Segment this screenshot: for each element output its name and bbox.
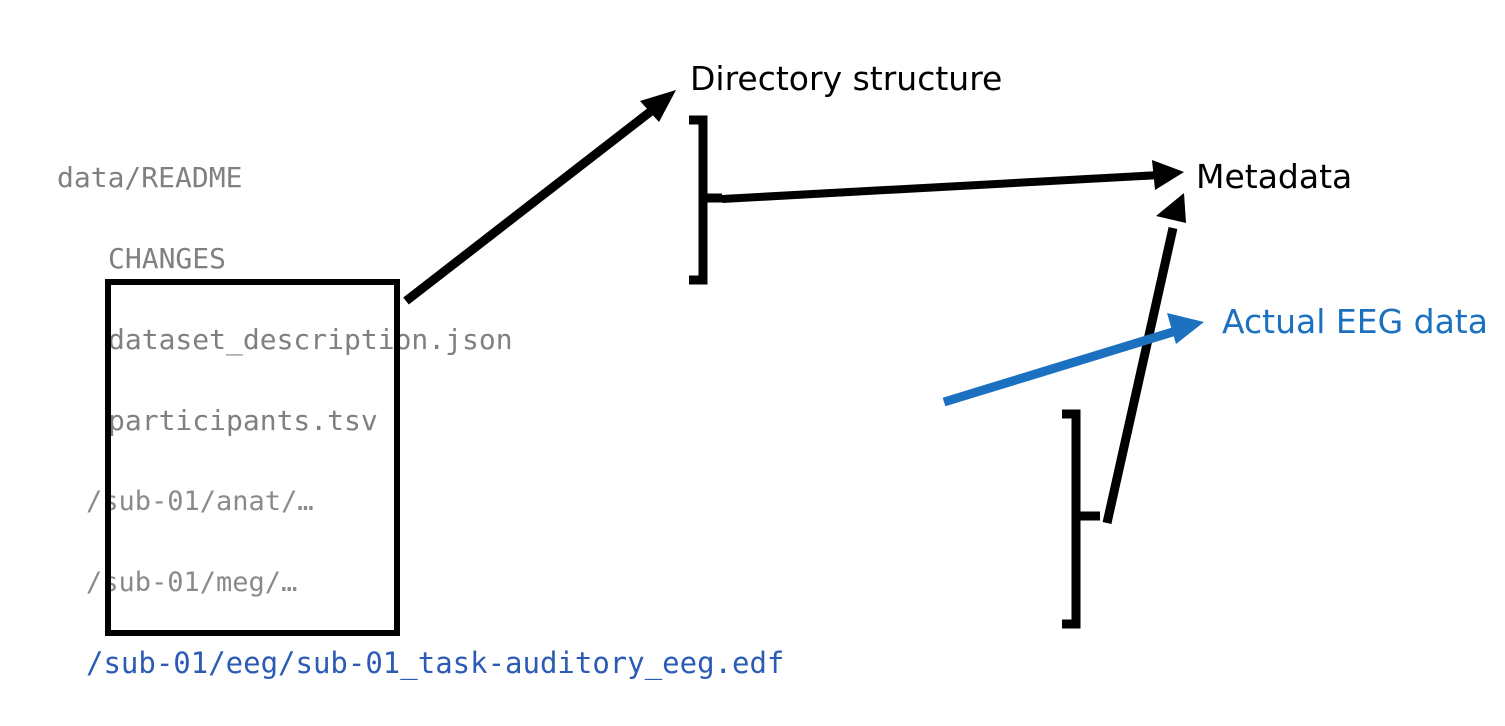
- tree-line-data-readme: data/README: [57, 161, 243, 194]
- tree-line-dataset-description: dataset_description.json: [108, 323, 513, 356]
- tree-line-eeg-edf: /sub-01/eeg/sub-01_task-auditory_eeg.edf: [86, 646, 785, 680]
- label-metadata: Metadata: [1196, 157, 1353, 196]
- tree-line-changes: CHANGES: [108, 242, 227, 275]
- label-directory-structure: Directory structure: [690, 59, 1003, 98]
- arrow-to-actual-eeg-data: [942, 313, 1204, 407]
- tree-line-sub01-anat: /sub-01/anat/…: [86, 486, 314, 517]
- tree-line-participants-tsv: participants.tsv: [108, 404, 378, 437]
- arrow-to-metadata-diagonal: [1102, 193, 1186, 524]
- bracket-bottom: [1062, 409, 1100, 629]
- label-actual-eeg-data: Actual EEG data: [1222, 302, 1488, 341]
- tree-line-sub01-meg: /sub-01/meg/…: [86, 567, 298, 598]
- file-tree: data/README CHANGES dataset_description.…: [57, 118, 872, 726]
